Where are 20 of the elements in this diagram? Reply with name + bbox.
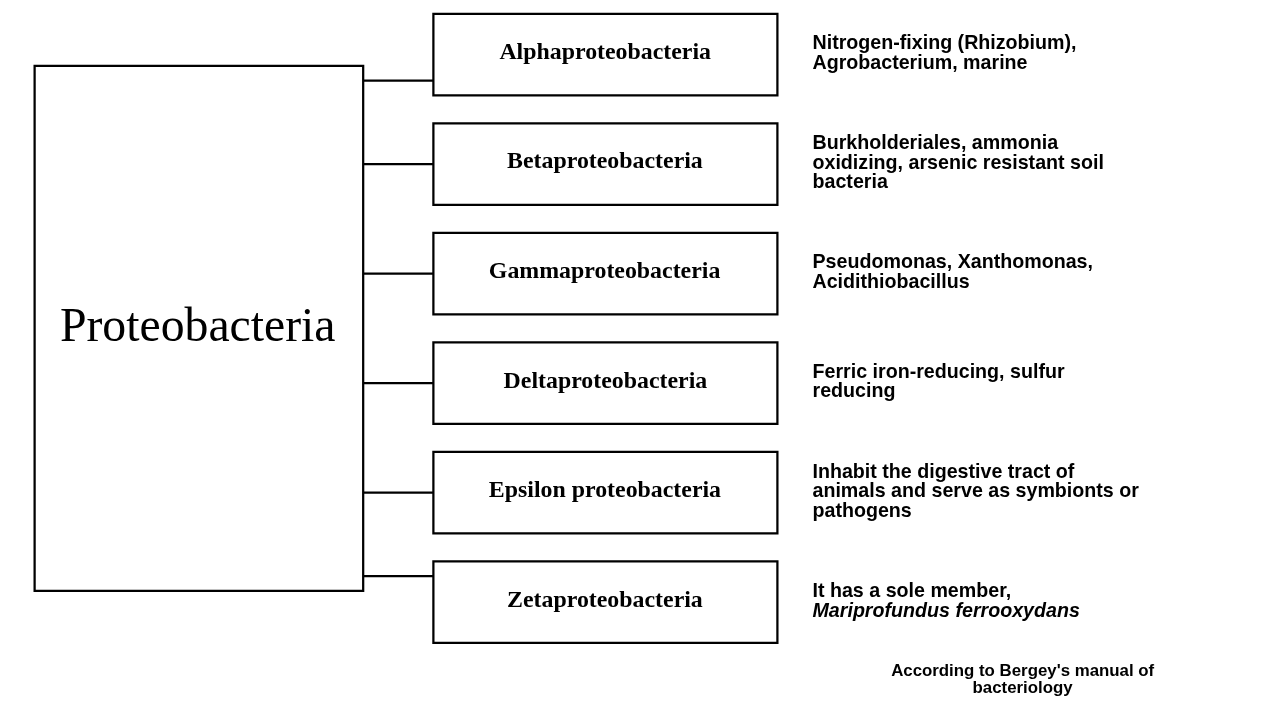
node-box: Deltaproteobacteria xyxy=(431,341,779,425)
node-box: Epsilon proteobacteria xyxy=(431,450,779,535)
node-label: Burkholderiales, ammonia oxidizing, arsenic resistant soil bacteria xyxy=(812,130,1104,193)
connector xyxy=(363,575,433,578)
connector xyxy=(363,272,433,275)
node-label: It has a sole member, Mariprofundus ferrooxydans xyxy=(812,578,1080,621)
connector xyxy=(363,79,433,82)
node-box: Betaproteobacteria xyxy=(431,122,779,206)
node-box: Proteobacteria xyxy=(33,64,364,593)
node-label: Inhabit the digestive tract of animals and serve as symbionts or pathogens xyxy=(812,459,1139,521)
connector xyxy=(363,382,433,385)
label: According to Bergey's manual of bacteriology xyxy=(890,661,1154,697)
connector xyxy=(363,491,433,494)
node-box: Gammaproteobacteria xyxy=(431,231,779,316)
node-box: Zetaproteobacteria xyxy=(431,560,779,645)
node-label: Pseudomonas, Xanthomonas, Acidithiobacillus xyxy=(812,250,1093,292)
node-label: Ferric iron-reducing, sulfur reducing xyxy=(812,359,1065,402)
node-box: Alphaproteobacteria xyxy=(431,12,779,97)
node-label: Nitrogen-fixing (Rhizobium), Agrobacterium, marine xyxy=(812,31,1077,73)
connector xyxy=(363,163,433,166)
